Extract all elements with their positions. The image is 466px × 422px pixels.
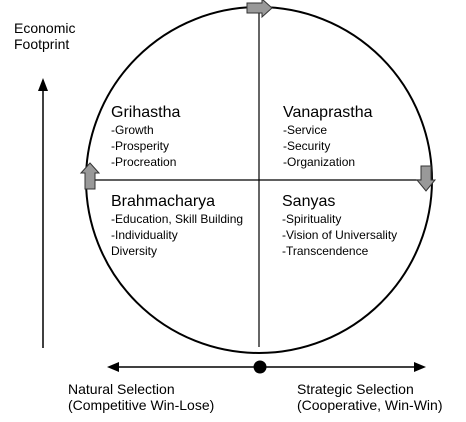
quadrant-item: -Spirituality	[282, 212, 342, 227]
quadrant-item: -Transcendence	[282, 244, 369, 259]
quadrant-item: -Prosperity	[111, 139, 170, 154]
x-right-subtitle: (Cooperative, Win-Win)	[297, 397, 443, 414]
quadrant-title: Grihastha	[111, 104, 181, 121]
quadrant-item: -Growth	[111, 123, 154, 138]
quadrant-bottom-left: Brahmacharya -Education, Skill Building …	[111, 193, 243, 259]
x-right-title: Strategic Selection	[297, 381, 414, 397]
quadrant-title: Vanaprastha	[283, 104, 373, 121]
down-block-arrow-icon	[415, 165, 437, 192]
quadrant-item: -Service	[283, 123, 328, 138]
x-left-subtitle: (Competitive Win-Lose)	[68, 397, 215, 414]
y-axis-label-line-2: Footprint	[14, 36, 70, 53]
quadrant-item: -Vision of Universality	[282, 228, 398, 243]
y-axis-label-line-1: Economic	[14, 20, 76, 36]
quadrant-item: Diversity	[111, 244, 158, 259]
y-axis-arrowhead	[38, 78, 48, 91]
quadrant-bottom-right: Sanyas -Spirituality -Vision of Universa…	[282, 193, 397, 259]
quadrant-top-left: Grihastha -Growth -Prosperity -Procreati…	[111, 104, 180, 170]
x-axis-arrowhead-left	[107, 362, 119, 372]
quadrant-top-right: Vanaprastha -Service -Security -Organiza…	[283, 104, 373, 170]
quadrant-title: Sanyas	[282, 193, 336, 210]
x-left-title: Natural Selection	[68, 381, 175, 397]
origin-dot-icon	[253, 360, 267, 374]
right-block-arrow-icon	[246, 0, 273, 19]
quadrant-title: Brahmacharya	[111, 193, 216, 210]
quadrant-item: -Education, Skill Building	[111, 212, 244, 227]
y-axis-label: Economic Footprint	[14, 20, 75, 52]
quadrant-item: -Security	[283, 139, 331, 154]
quadrant-item: -Individuality	[111, 228, 178, 243]
up-block-arrow-icon	[79, 162, 101, 190]
quadrant-item: -Procreation	[111, 155, 177, 170]
x-axis-arrowhead-right	[414, 362, 426, 372]
quadrant-item: -Organization	[283, 155, 356, 170]
x-axis-left-label: Natural Selection (Competitive Win-Lose)	[68, 381, 214, 413]
x-axis-right-label: Strategic Selection (Cooperative, Win-Wi…	[297, 381, 442, 413]
